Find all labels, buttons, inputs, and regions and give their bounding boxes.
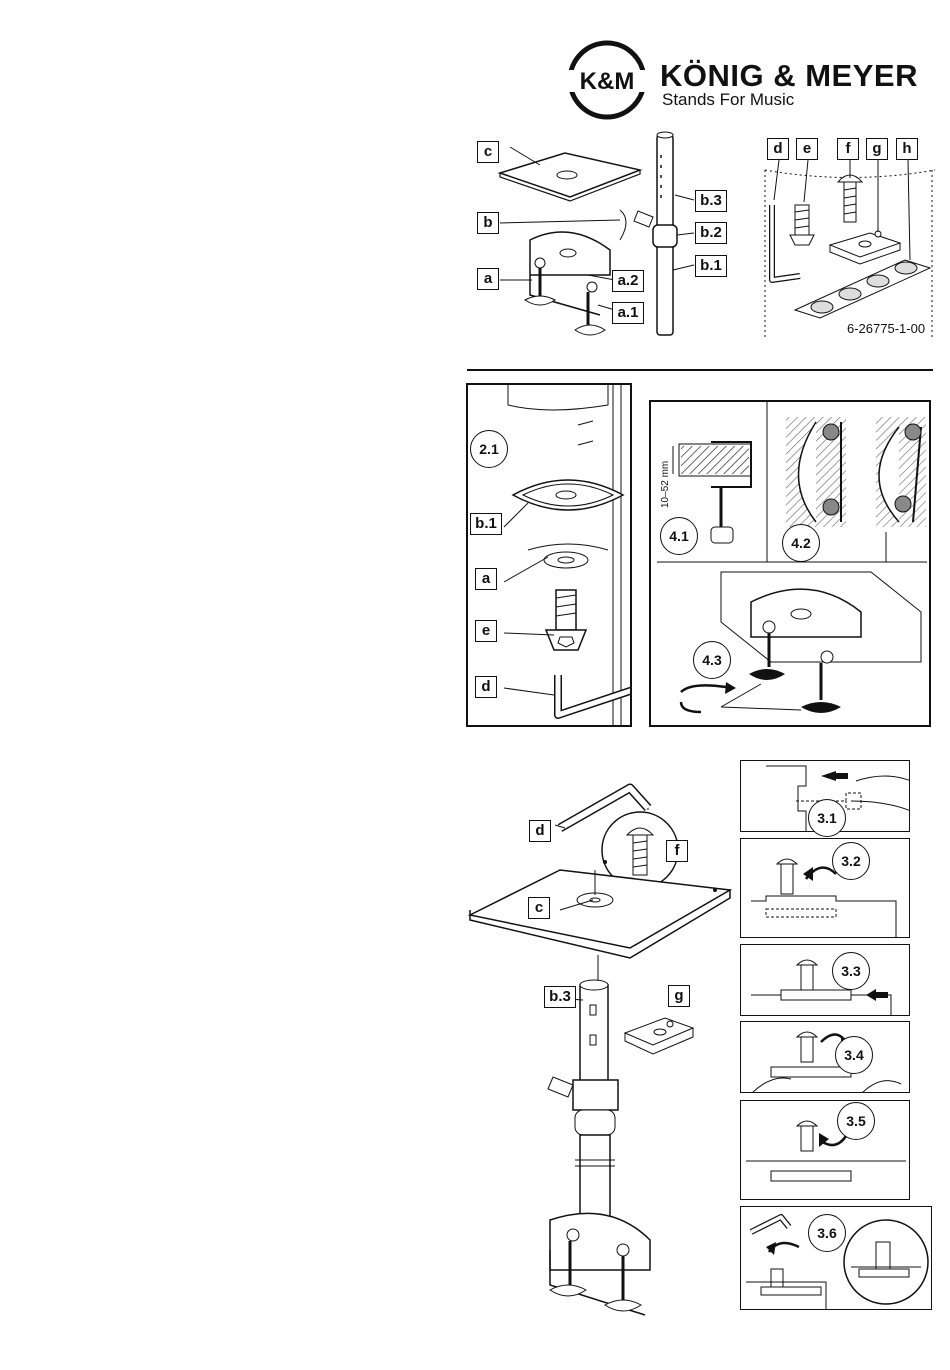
step3-3-illustration — [741, 945, 910, 1016]
label-step3-g: g — [668, 985, 690, 1007]
label-c: c — [477, 141, 499, 163]
part-number: 6-26775-1-00 — [847, 321, 925, 336]
label-g: g — [866, 138, 888, 160]
brand-name: KÖNIG & MEYER — [660, 58, 918, 94]
clamp-range: 10–52 mm — [660, 461, 671, 508]
step-4-1-badge: 4.1 — [660, 517, 698, 555]
step-3-1-badge: 3.1 — [808, 799, 846, 837]
label-f: f — [837, 138, 859, 160]
label-step2-a: a — [475, 568, 497, 590]
step3-5-illustration — [741, 1101, 910, 1200]
label-step2-d: d — [475, 676, 497, 698]
label-step2-e: e — [475, 620, 497, 642]
step-3-2-badge: 3.2 — [832, 842, 870, 880]
logo-mark: K&M — [563, 68, 651, 96]
section-divider — [467, 369, 933, 371]
step4-panel — [649, 400, 931, 727]
logo: K&M — [567, 40, 647, 120]
step3-4-illustration — [741, 1022, 910, 1093]
label-b2: b.2 — [695, 222, 727, 244]
label-b1: b.1 — [695, 255, 727, 277]
step3-assembly-illustration — [465, 780, 735, 1360]
label-a2: a.2 — [612, 270, 644, 292]
step3-2-illustration — [741, 839, 910, 938]
step3-panel-4 — [740, 1021, 910, 1093]
step3-panel-5 — [740, 1100, 910, 1200]
step-4-2-badge: 4.2 — [782, 524, 820, 562]
tagline: Stands For Music — [662, 90, 794, 110]
step-3-4-badge: 3.4 — [835, 1036, 873, 1074]
label-d: d — [767, 138, 789, 160]
label-a1: a.1 — [612, 302, 644, 324]
step-2-1-badge: 2.1 — [470, 430, 508, 468]
label-a: a — [477, 268, 499, 290]
step4-illustration — [651, 402, 931, 727]
step-3-5-badge: 3.5 — [837, 1102, 875, 1140]
step-3-6-badge: 3.6 — [808, 1214, 846, 1252]
label-step3-d: d — [529, 820, 551, 842]
label-e: e — [796, 138, 818, 160]
label-step3-f: f — [666, 840, 688, 862]
step3-panel-2 — [740, 838, 910, 938]
label-h: h — [896, 138, 918, 160]
label-step3-b3: b.3 — [544, 986, 576, 1008]
hardware-illustration — [760, 160, 935, 340]
step-3-3-badge: 3.3 — [832, 952, 870, 990]
step-4-3-badge: 4.3 — [693, 641, 731, 679]
label-step3-c: c — [528, 897, 550, 919]
step3-panel-3 — [740, 944, 910, 1016]
label-b3: b.3 — [695, 190, 727, 212]
label-b: b — [477, 212, 499, 234]
label-step2-b1: b.1 — [470, 513, 502, 535]
